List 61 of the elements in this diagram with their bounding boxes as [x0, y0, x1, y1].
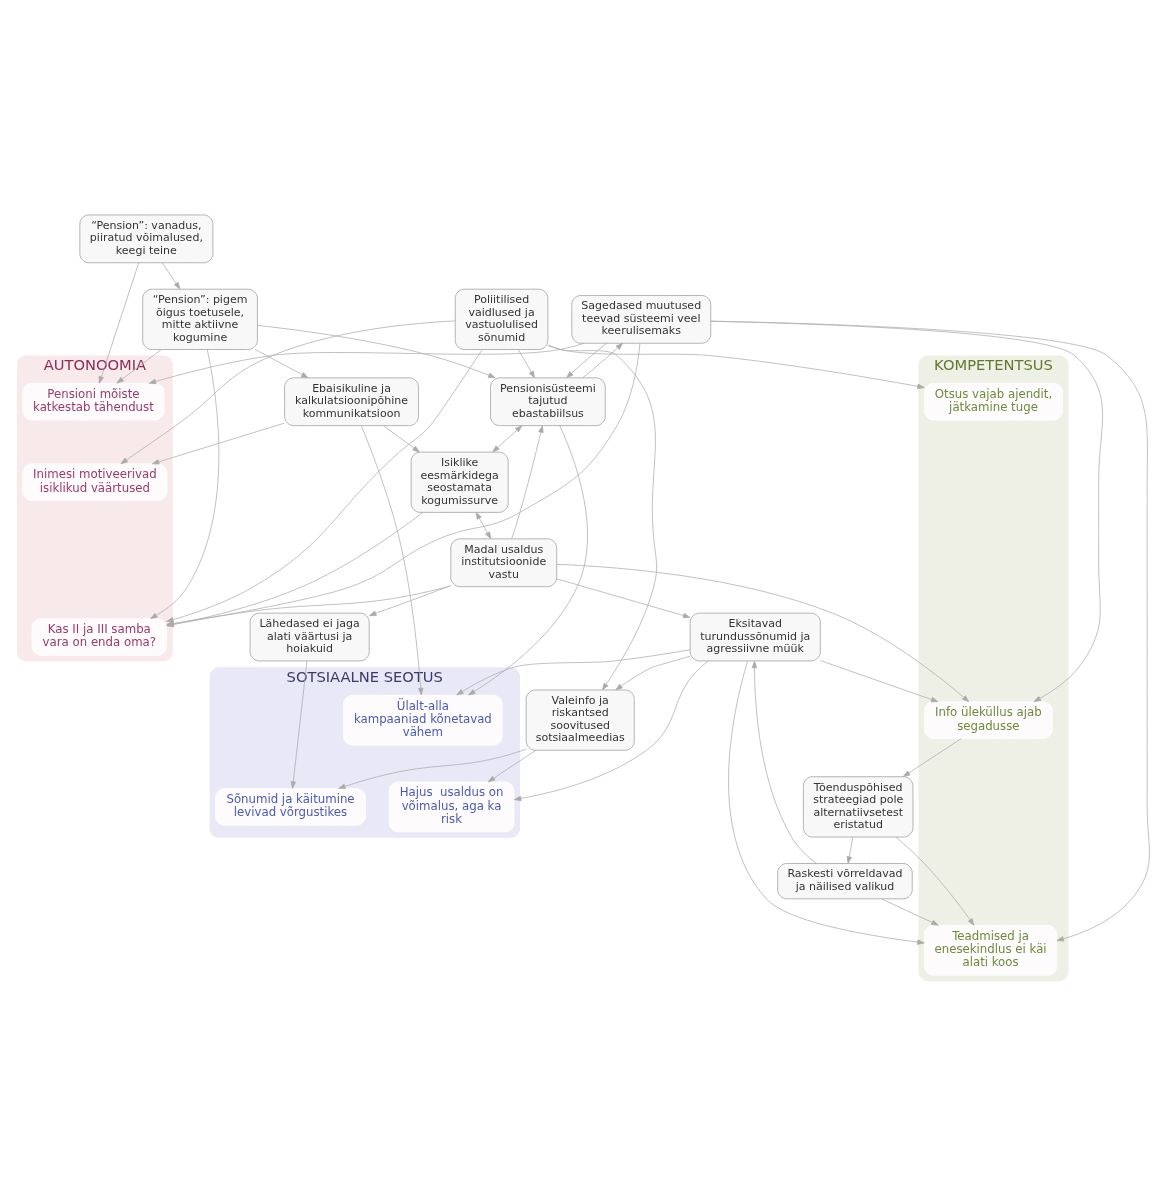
node-box: Hajus usaldus on võimalus, aga ka risk	[388, 781, 515, 833]
node-box: Poliitilised vaidlused ja vastuolulised sõnumid	[454, 288, 549, 350]
arrow	[846, 836, 854, 864]
arrow	[556, 563, 970, 703]
arrow	[120, 320, 456, 465]
arrow	[820, 660, 939, 703]
arrow	[475, 512, 492, 540]
arrow	[468, 425, 588, 696]
arrow	[518, 349, 535, 379]
node-box: Madal usaldus institutsioonide vastu	[450, 538, 558, 588]
arrow	[383, 425, 420, 453]
arrow	[369, 585, 451, 616]
node-box: Isiklike eesmärkidega seostamata kogumissurve	[410, 451, 509, 513]
arrow	[547, 344, 658, 691]
node-box: Sõnumid ja käitumine levivad võrgustikes	[215, 788, 366, 826]
arrow	[456, 649, 691, 696]
node-box: Pensioni mõiste katkestab tähendust	[22, 382, 165, 421]
arrow	[116, 349, 162, 384]
node-box: Tõenduspõhised strateegiad pole alternatiivsetest eristatud	[803, 776, 914, 838]
arrow	[710, 320, 1103, 702]
arrow	[881, 898, 939, 926]
arrow	[150, 349, 220, 619]
arrow	[710, 320, 1150, 942]
node-box: Kas II ja III samba vara on enda oma?	[31, 618, 167, 656]
arrow	[556, 578, 691, 619]
node-box: Inimesi motiveerivad isiklikud väärtused	[22, 463, 168, 501]
node-box: Otsus vajab ajendit, jätkamine tuge	[924, 382, 1063, 421]
node-box: Raskesti võrreldavad ja näilised valikud	[777, 863, 913, 900]
node-box: Ebaisikuline ja kalkulatsioonipõhine kommunikatsioon	[284, 377, 419, 426]
node-box: Teadmised ja enesekindlus ei käi alati koos	[924, 924, 1058, 976]
arrow	[582, 342, 623, 379]
node-box: Info üleküllus ajab segadusse	[924, 701, 1053, 739]
arrow	[511, 425, 544, 539]
arrow	[98, 262, 140, 384]
arrow	[487, 750, 536, 783]
arrow	[902, 738, 962, 777]
arrow	[615, 655, 691, 691]
node-box: Eksitavad turundussõnumid ja agressiivne müük	[689, 612, 821, 662]
arrow	[566, 342, 607, 379]
arrow	[166, 349, 483, 623]
arrow	[151, 422, 285, 465]
arrow	[513, 660, 709, 802]
arrow	[547, 345, 925, 390]
arrow	[492, 425, 523, 453]
arrow	[751, 660, 818, 864]
arrow	[254, 349, 309, 379]
node-box: Ülalt-alla kampaaniad kõnetavad vähem	[343, 694, 503, 746]
arrow	[360, 425, 424, 696]
arrow	[895, 836, 975, 926]
node-box: Valeinfo ja riskantsed soovitused sotsiaalmeedias	[525, 689, 635, 751]
node-box: Sagedased muutused teevad süsteemi veel keerulisemaks	[571, 295, 712, 344]
arrow	[728, 660, 925, 945]
arrow	[161, 262, 181, 290]
node-box: Lähedased ei jaga alati väärtusi ja hoiakuid	[249, 612, 370, 662]
arrow	[338, 748, 527, 789]
node-box: “Pension”: pigem õigus toetusele, mitte aktiivne kogumine	[142, 288, 258, 350]
node-box: “Pension”: vanadus, piiratud võimalused, keegi teine	[79, 214, 214, 264]
arrow	[257, 325, 496, 379]
arrow	[290, 660, 308, 789]
node-box: Pensionisüsteemi tajutud ebastabiilsus	[490, 377, 606, 426]
arrow	[148, 342, 585, 385]
